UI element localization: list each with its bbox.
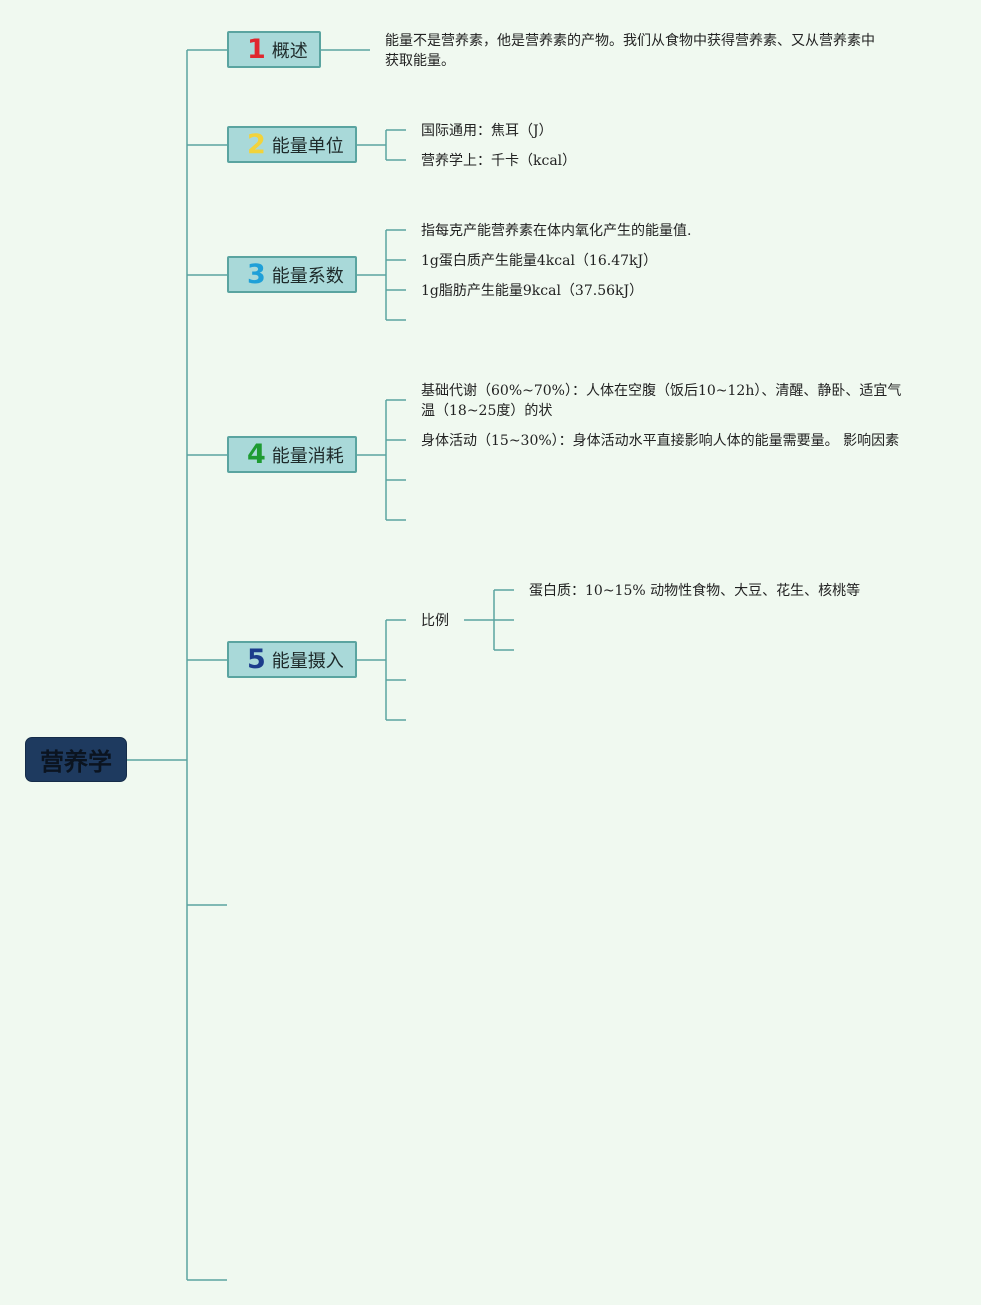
unit-item: 国际通用：焦耳（J） (421, 123, 553, 139)
number-3-icon: 3 (247, 259, 266, 290)
consumption-item: 身体活动（15~30%）：身体活动水平直接影响人体的能量需要量。 影响因素 (421, 433, 900, 449)
unit-item: 营养学上：千卡（kcal） (421, 153, 577, 169)
topic-energy-coefficient[interactable]: 3 能量系数 (227, 256, 357, 293)
coefficient-item: 1g蛋白质产生能量4kcal（16.47kJ） (421, 253, 658, 269)
overview-text: 能量不是营养素，他是营养素的产物。我们从食物中获得营养素、又从营养素中获取能量。 (385, 33, 875, 69)
root-node[interactable]: 营养学 (25, 737, 127, 782)
topic-label: 概述 (271, 40, 308, 62)
number-2-icon: 2 (247, 129, 266, 160)
topic-overview[interactable]: 1 概述 (227, 31, 321, 68)
topic-energy-intake[interactable]: 5 能量摄入 (227, 641, 357, 678)
coefficient-item: 指每克产能营养素在体内氧化产生的能量值. (421, 223, 692, 239)
topic-label: 能量单位 (271, 135, 344, 157)
coefficient-item: 1g脂肪产生能量9kcal（37.56kJ） (421, 283, 644, 299)
topic-energy-units[interactable]: 2 能量单位 (227, 126, 357, 163)
topic-energy-consumption[interactable]: 4 能量消耗 (227, 436, 357, 473)
consumption-item: 基础代谢（60%~70%）：人体在空腹（饭后10~12h）、清醒、静卧、适宜气温… (421, 383, 902, 419)
intake-protein: 蛋白质：10~15% 动物性食物、大豆、花生、核桃等 (529, 583, 861, 599)
intake-ratio: 比例 (421, 613, 449, 629)
number-5-icon: 5 (247, 644, 266, 675)
topic-label: 能量系数 (271, 265, 344, 287)
topic-label: 能量消耗 (271, 445, 344, 467)
number-4-icon: 4 (247, 439, 266, 470)
topic-label: 能量摄入 (271, 650, 344, 672)
number-1-icon: 1 (247, 34, 266, 65)
